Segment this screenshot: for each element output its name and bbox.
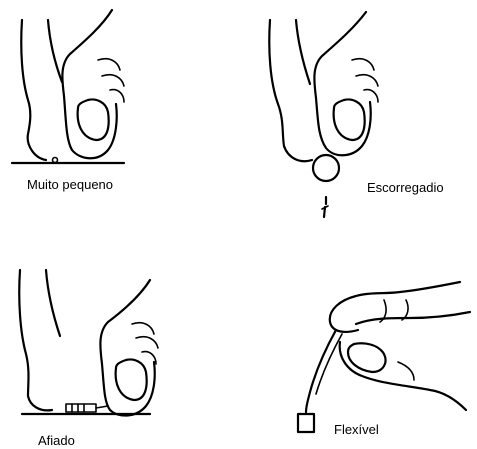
- label-escorregadio: Escorregadio: [367, 181, 444, 194]
- fingers-small-object-icon: [12, 10, 124, 163]
- fingers-slippery-ball-icon: [269, 12, 378, 217]
- hand-flexible-cable-icon: [298, 282, 470, 432]
- label-afiado: Afiado: [38, 434, 75, 447]
- fingers-sharp-object-icon: [19, 270, 158, 416]
- label-muito-pequeno: Muito pequeno: [27, 178, 113, 191]
- label-flexivel: Flexível: [334, 423, 379, 436]
